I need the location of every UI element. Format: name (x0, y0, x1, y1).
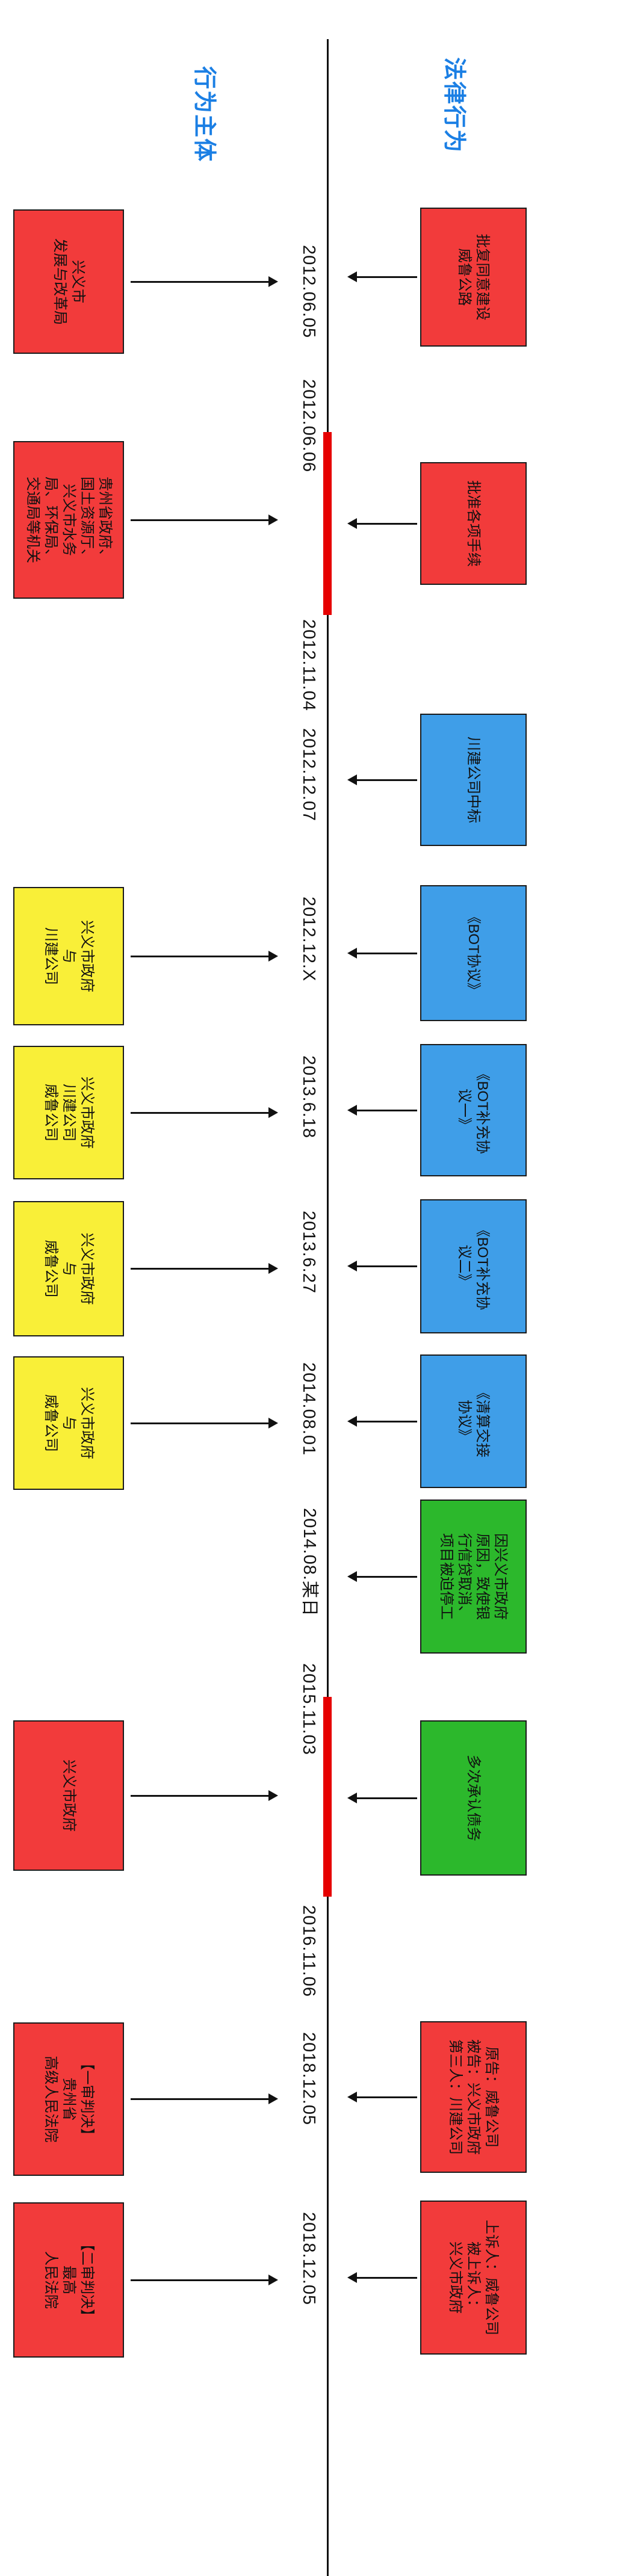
arrow-actor-1-to-timeline (131, 276, 278, 287)
column-header-legal-acts: 法律行为 (441, 57, 466, 154)
date-label-0: 2012.06.05 (299, 245, 318, 339)
arrow-event-6-to-timeline (347, 1261, 417, 1271)
event-box-approve-procedures: 批准各项手续 (420, 462, 527, 585)
event-box-first-instance-parties: 原告：威鲁公司 被告：兴义市政府 第三人：川建公司 (420, 2021, 527, 2173)
date-label-12: 2018.12.05 (299, 2212, 318, 2306)
actor-box-xingyi-gov-and-weilu-2: 兴义市政府 与 威鲁公司 (13, 1356, 124, 1490)
arrow-event-3-to-timeline (347, 774, 417, 785)
event-box-approval-weilu-road: 批复同意建设 威鲁公路 (420, 208, 527, 347)
date-label-2: 2012.11.04 (299, 619, 318, 711)
arrow-event-2-to-timeline (347, 518, 417, 529)
date-label-4: 2012.12.X (299, 897, 318, 982)
date-label-3: 2012.12.07 (299, 728, 318, 822)
arrow-actor-2-to-timeline (131, 514, 278, 525)
event-box-project-halted: 因兴义市政府 原因，致使银 行信贷取消、 项目被迫停工 (420, 1500, 527, 1654)
arrow-event-9-to-timeline (347, 1793, 417, 1803)
event-box-bot-supplement-2: 《BOT补充协 议二》 (420, 1199, 527, 1333)
arrow-event-1-to-timeline (347, 271, 417, 282)
arrow-event-11-to-timeline (347, 2272, 417, 2283)
event-box-chuanjian-wins-bid: 川建公司中标 (420, 714, 527, 846)
event-box-debt-acknowledged: 多次承认债务 (420, 1720, 527, 1876)
timeline-axis (327, 39, 329, 2576)
actor-box-xingyi-gov: 兴义市政府 (13, 1720, 124, 1871)
actor-box-xingyi-chuanjian-weilu: 兴义市政府 川建公司 威鲁公司 (13, 1046, 124, 1179)
arrow-actor-9-to-timeline (131, 2275, 278, 2285)
arrow-event-10-to-timeline (347, 2092, 417, 2102)
date-label-5: 2013.6.18 (299, 1055, 318, 1139)
timeline-highlight-segment-2 (323, 1697, 332, 1897)
date-label-11: 2018.12.05 (299, 2032, 318, 2126)
date-label-7: 2014.08.01 (299, 1362, 318, 1456)
arrow-event-7-to-timeline (347, 1416, 417, 1427)
date-label-9: 2015.11.03 (299, 1663, 318, 1755)
event-box-handover-agreement: 《清算交接 协议》 (420, 1354, 527, 1488)
arrow-actor-8-to-timeline (131, 2093, 278, 2104)
actor-box-xingyi-gov-and-chuanjian: 兴义市政府 与 川建公司 (13, 887, 124, 1025)
arrow-actor-4-to-timeline (131, 1107, 278, 1118)
date-label-10: 2016.11.06 (299, 1905, 318, 1997)
arrow-event-4-to-timeline (347, 948, 417, 959)
date-label-6: 2013.6.27 (299, 1211, 318, 1294)
event-box-bot-supplement-1: 《BOT补充协 议一》 (420, 1044, 527, 1176)
actor-box-first-instance-court: 【一审判决】 贵州省 高级人民法院 (13, 2022, 124, 2176)
date-label-1: 2012.06.06 (299, 379, 318, 473)
actor-box-xingyi-gov-and-weilu-1: 兴义市政府 与 威鲁公司 (13, 1201, 124, 1336)
actor-box-development-reform-bureau: 兴义市 发展与改革局 (13, 209, 124, 354)
arrow-event-5-to-timeline (347, 1105, 417, 1116)
timeline-highlight-segment-1 (323, 432, 332, 615)
arrow-actor-5-to-timeline (131, 1263, 278, 1274)
event-box-bot-agreement: 《BOT协议》 (420, 885, 527, 1021)
arrow-actor-7-to-timeline (131, 1790, 278, 1801)
event-box-appeal-parties: 上诉人：威鲁公司 被上诉人： 兴义市政府 (420, 2201, 527, 2355)
arrow-event-8-to-timeline (347, 1571, 417, 1582)
date-label-8: 2014.08.某日 (300, 1508, 319, 1617)
actor-box-provincial-agencies: 贵州省政府、 国土资源厅、 兴义市水务 局、环保局、 交通局等机关 (13, 441, 124, 599)
arrow-actor-3-to-timeline (131, 951, 278, 962)
actor-box-second-instance-court: 【二审判决】 最高 人民法院 (13, 2202, 124, 2358)
arrow-actor-6-to-timeline (131, 1418, 278, 1429)
column-header-actors: 行为主体 (191, 66, 217, 163)
